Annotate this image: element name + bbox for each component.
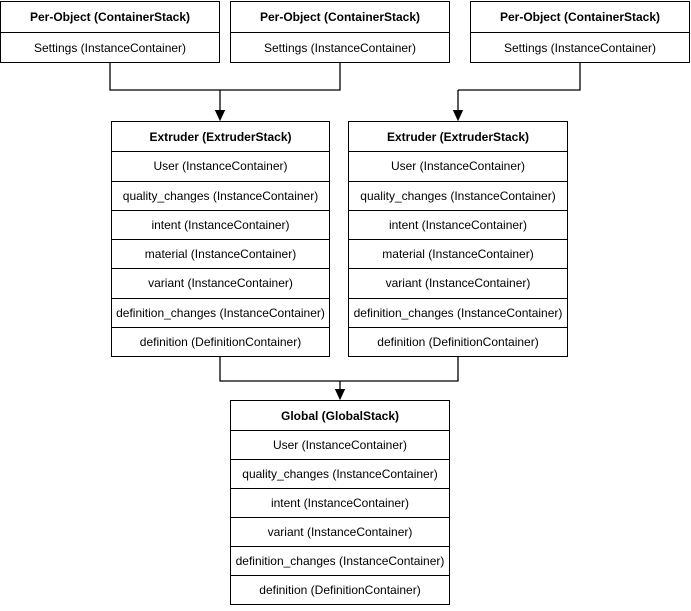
edge-perobject3 [458, 63, 581, 91]
per-object-stack-2-row-settings: Settings (InstanceContainer) [231, 32, 449, 62]
extruder-stack-2: Extruder (ExtruderStack) User (InstanceC… [348, 121, 568, 357]
extruder-stack-1-title: Extruder (ExtruderStack) [149, 129, 292, 144]
global-stack-row-user: User (InstanceContainer) [231, 430, 449, 459]
edge-extruders-merge [219, 357, 459, 382]
per-object-stack-2: Per-Object (ContainerStack) Settings (In… [230, 1, 450, 63]
per-object-stack-1: Per-Object (ContainerStack) Settings (In… [0, 1, 220, 63]
arrowhead-extruder2 [452, 110, 464, 122]
extruder-stack-1: Extruder (ExtruderStack) User (InstanceC… [111, 121, 330, 357]
per-object-stack-3: Per-Object (ContainerStack) Settings (In… [470, 1, 690, 63]
per-object-stack-3-row-settings: Settings (InstanceContainer) [471, 32, 689, 62]
extruder-stack-1-row-intent: intent (InstanceContainer) [112, 209, 329, 239]
extruder-stack-1-row-definition: definition (DefinitionContainer) [112, 326, 329, 356]
global-stack-row-intent: intent (InstanceContainer) [231, 488, 449, 517]
global-stack-row-definition: definition (DefinitionContainer) [231, 575, 449, 604]
global-stack-row-variant: variant (InstanceContainer) [231, 517, 449, 546]
edge-perobject1-perobject2-merge [109, 63, 341, 91]
extruder-stack-2-title: Extruder (ExtruderStack) [386, 129, 530, 144]
extruder-stack-2-row-material: material (InstanceContainer) [349, 239, 567, 268]
extruder-stack-1-row-variant: variant (InstanceContainer) [112, 268, 329, 297]
extruder-stack-2-row-user: User (InstanceContainer) [349, 151, 567, 180]
extruder-stack-1-row-material: material (InstanceContainer) [112, 239, 329, 268]
extruder-stack-1-row-quality-changes: quality_changes (InstanceContainer) [112, 180, 329, 210]
global-stack-row-quality-changes: quality_changes (InstanceContainer) [231, 459, 449, 488]
extruder-stack-1-row-user: User (InstanceContainer) [112, 151, 329, 180]
per-object-stack-1-title: Per-Object (ContainerStack) [29, 10, 191, 24]
global-stack-row-definition-changes: definition_changes (InstanceContainer) [231, 546, 449, 575]
extruder-stack-2-row-definition-changes: definition_changes (InstanceContainer) [349, 297, 567, 327]
arrowhead-extruder1 [214, 110, 226, 122]
extruder-stack-2-row-definition: definition (DefinitionContainer) [349, 326, 567, 356]
arrowhead-global [334, 389, 346, 401]
per-object-stack-3-title: Per-Object (ContainerStack) [499, 10, 661, 24]
global-stack: Global (GlobalStack) User (InstanceConta… [230, 400, 450, 605]
extruder-stack-1-row-definition-changes: definition_changes (InstanceContainer) [112, 297, 329, 327]
global-stack-title: Global (GlobalStack) [280, 408, 400, 423]
extruder-stack-2-row-quality-changes: quality_changes (InstanceContainer) [349, 180, 567, 210]
per-object-stack-2-title: Per-Object (ContainerStack) [259, 10, 421, 24]
extruder-stack-2-row-intent: intent (InstanceContainer) [349, 209, 567, 239]
per-object-stack-1-row-settings: Settings (InstanceContainer) [1, 32, 219, 62]
extruder-stack-2-row-variant: variant (InstanceContainer) [349, 268, 567, 297]
